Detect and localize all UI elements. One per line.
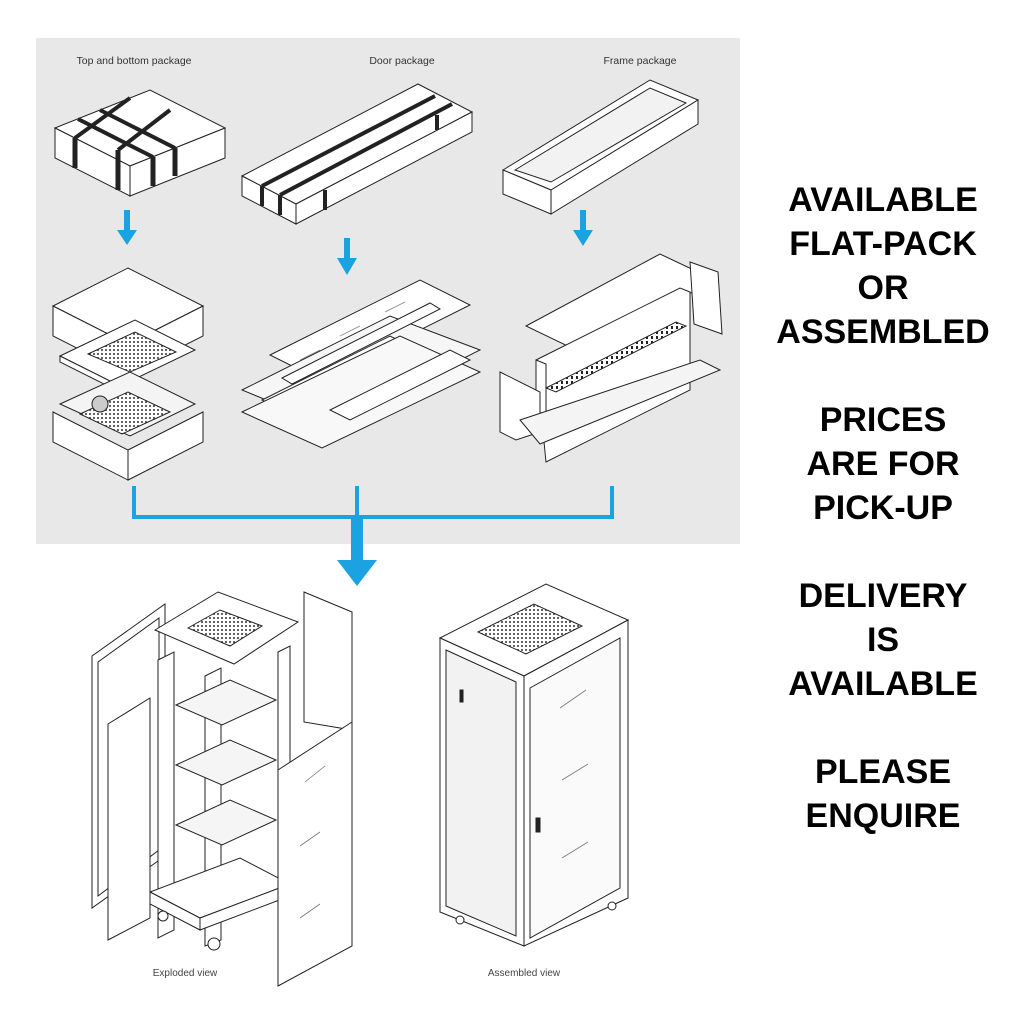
frame-box <box>501 79 700 215</box>
door-package-label: Door package <box>369 55 435 67</box>
assembled-cabinet <box>438 583 630 947</box>
exploded-cabinet <box>91 591 353 987</box>
notice-line: PICK-UP <box>813 489 953 527</box>
notice-flatpack: AVAILABLE FLAT-PACK OR ASSEMBLED <box>760 178 1006 354</box>
notice-pickup: PRICES ARE FOR PICK-UP <box>760 398 1006 530</box>
notice-line: AVAILABLE <box>788 181 978 219</box>
top-bottom-box <box>53 89 227 197</box>
notice-line: DELIVERY <box>798 577 968 615</box>
notice-line: ARE FOR <box>806 445 960 483</box>
notice-line: OR <box>857 269 909 307</box>
exploded-view-label: Exploded view <box>152 968 218 979</box>
package-arrows <box>117 210 593 275</box>
notice-line: FLAT-PACK <box>789 225 977 263</box>
frame-exploded <box>499 253 723 463</box>
notice-line: AVAILABLE <box>788 665 978 703</box>
notice-delivery: DELIVERY IS AVAILABLE <box>760 574 1006 706</box>
notice-line: ASSEMBLED <box>776 313 990 351</box>
door-box <box>240 83 474 225</box>
combine-arrow <box>337 517 377 586</box>
notice-line: PLEASE <box>814 753 952 791</box>
combine-bracket <box>132 486 614 519</box>
notice-enquire: PLEASE ENQUIRE <box>760 750 1006 838</box>
frame-package-label: Frame package <box>603 55 677 67</box>
top-bottom-exploded <box>51 267 205 481</box>
assembled-view-label: Assembled view <box>487 968 561 979</box>
notice-line: PRICES <box>819 401 947 439</box>
notice-line: ENQUIRE <box>805 797 961 835</box>
notice-line: IS <box>866 621 900 659</box>
notice-text: AVAILABLE FLAT-PACK OR ASSEMBLED PRICES … <box>760 178 1006 882</box>
door-exploded <box>240 279 482 449</box>
top-bottom-package-label: Top and bottom package <box>76 55 192 67</box>
